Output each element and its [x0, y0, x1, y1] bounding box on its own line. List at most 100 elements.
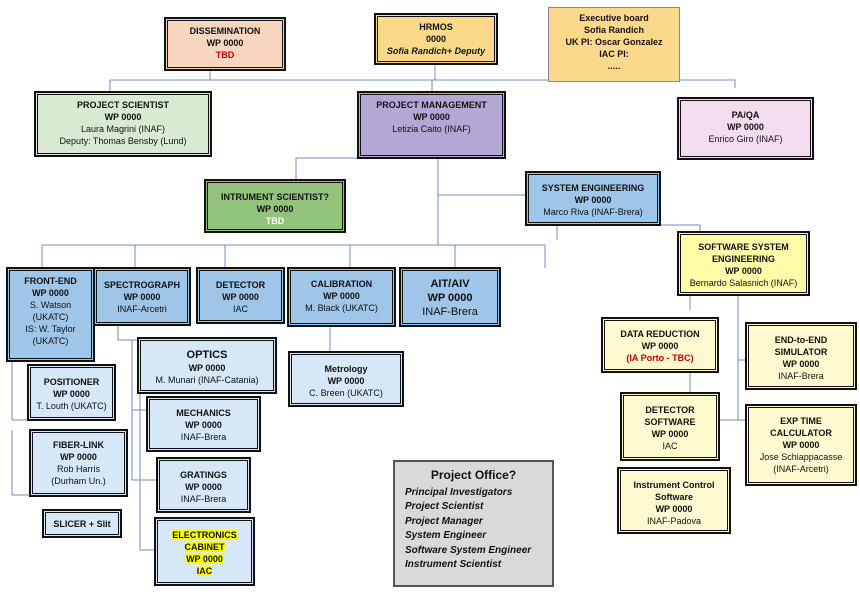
box-wp: WP 0000: [185, 420, 222, 430]
project-office-item: System Engineer: [405, 530, 487, 541]
box-wp: WP 0000: [323, 291, 360, 301]
gratings-box: GRATINGS WP 0000 INAF-Brera: [156, 457, 251, 513]
software-system-engineering-box: SOFTWARE SYSTEM ENGINEERING WP 0000 Bern…: [677, 231, 810, 296]
box-title: DISSEMINATION: [189, 26, 261, 36]
mechanics-box: MECHANICS WP 0000 INAF-Brera: [146, 396, 261, 452]
optics-box: OPTICS WP 0000 M. Munari (INAF-Catania): [137, 337, 277, 394]
box-title: FIBER-LINK: [53, 440, 104, 450]
box-person: T. Louth (UKATC): [36, 401, 107, 411]
project-office-item: Principal Investigators: [405, 486, 513, 498]
front-end-line-3: IS: W. Taylor: [25, 324, 76, 334]
pa-qa-box: PA/QA WP 0000 Enrico Giro (INAF): [677, 97, 814, 160]
executive-board-box: Executive board Sofia Randich UK PI: Osc…: [548, 7, 680, 82]
box-title: AIT/AIV: [430, 278, 470, 290]
box-wp: WP 0000: [60, 452, 97, 462]
positioner-box: POSITIONER WP 0000 T. Louth (UKATC): [27, 364, 116, 421]
front-end-line-4: (UKATC): [32, 336, 69, 346]
box-person: M. Black (UKATC): [305, 303, 378, 313]
box-person: Marco Riva (INAF-Brera): [543, 207, 643, 217]
box-person: TBD: [265, 216, 285, 226]
box-person: (IA Porto - TBC): [626, 353, 694, 363]
box-title: HRMOS: [419, 22, 453, 32]
project-management-box: PROJECT MANAGEMENT WP 0000 Letizia Caito…: [357, 91, 506, 159]
instrument-scientist-box: INTRUMENT SCIENTIST? WP 0000 TBD: [204, 179, 346, 233]
box-title: DETECTOR: [215, 280, 266, 290]
box-wp: WP 0000: [725, 266, 762, 276]
box-wp: WP 0000: [185, 482, 222, 492]
fiber-link-box: FIBER-LINK WP 0000 Rob Harris (Durham Un…: [29, 429, 128, 497]
box-person: INAF-Brera: [422, 306, 478, 318]
box-title-2: Software: [654, 492, 693, 502]
box-person: INAF-Brera: [778, 371, 824, 381]
box-person: INAF-Padova: [646, 516, 702, 526]
box-institution: (INAF-Arcetri): [773, 464, 829, 474]
end-to-end-simulator-box: END-to-END SIMULATOR WP 0000 INAF-Brera: [745, 322, 857, 390]
box-title: PROJECT SCIENTIST: [76, 100, 169, 110]
project-office-heading: Project Office?: [430, 468, 517, 482]
spectrograph-box: SPECTROGRAPH WP 0000 INAF-Arcetri: [93, 267, 191, 326]
box-title: Metrology: [324, 364, 368, 374]
project-office-item: Project Manager: [405, 515, 483, 527]
detector-box: DETECTOR WP 0000 IAC: [196, 267, 285, 324]
box-title: CALIBRATION: [310, 279, 373, 289]
box-title-1: ELECTRONICS: [172, 530, 237, 540]
electronics-cabinet-box: ELECTRONICS CABINET WP 0000 IAC: [154, 517, 255, 586]
box-title: PA/QA: [731, 110, 760, 120]
box-wp: WP 0000: [327, 376, 365, 386]
box-wp: WP 0000: [641, 341, 679, 351]
box-wp: WP 0000: [782, 440, 820, 450]
front-end-box: FRONT-END WP 0000 S. Watson (UKATC) IS: …: [6, 267, 95, 362]
exec-line-3: IAC PI:: [599, 49, 629, 59]
box-person: INAF-Brera: [180, 494, 227, 504]
box-person: Bernardo Salasnich (INAF): [689, 278, 798, 288]
box-title: Executive board: [579, 13, 649, 23]
box-person: Rob Harris: [56, 464, 100, 474]
box-title: SOFTWARE SYSTEM ENGINEERING: [698, 242, 789, 264]
exec-line-4: .....: [607, 61, 621, 71]
system-engineering-box: SYSTEM ENGINEERING WP 0000 Marco Riva (I…: [525, 171, 661, 226]
hrmos-box: HRMOS 0000 Sofia Randich+ Deputy: [374, 13, 498, 65]
box-title-2: SIMULATOR: [774, 347, 828, 357]
box-wp: WP 0000: [413, 112, 450, 122]
data-reduction-box: DATA REDUCTION WP 0000 (IA Porto - TBC): [601, 317, 719, 373]
box-title: MECHANICS: [176, 408, 231, 418]
box-title-2: CALCULATOR: [770, 428, 832, 438]
exp-time-calculator-box: EXP TIME CALCULATOR WP 0000 Jose Schiapp…: [745, 404, 857, 486]
box-wp: WP 0000: [256, 204, 294, 214]
box-person: IAC: [232, 304, 248, 314]
project-scientist-box: PROJECT SCIENTIST WP 0000 Laura Magrini …: [34, 91, 212, 157]
box-person: C. Breen (UKATC): [309, 388, 383, 398]
box-title-1: Instrument Control: [633, 480, 715, 490]
project-office-item: Instrument Scientist: [405, 559, 502, 570]
box-person: TBD: [215, 50, 235, 60]
box-wp: WP 0000: [123, 292, 161, 302]
box-person: M. Munari (INAF-Catania): [155, 375, 259, 385]
instrument-control-software-box: Instrument Control Software WP 0000 INAF…: [617, 467, 731, 534]
box-title: GRATINGS: [180, 470, 227, 480]
project-office-item: Software System Engineer: [405, 544, 532, 556]
box-title-1: END-to-END: [774, 335, 828, 345]
box-wp: WP 0000: [427, 292, 473, 304]
box-title: OPTICS: [186, 349, 228, 361]
box-wp: WP 0000: [186, 554, 223, 564]
box-title-2: SOFTWARE: [644, 417, 696, 427]
box-deputy: Deputy: Thomas Bensby (Lund): [59, 136, 187, 146]
detector-software-box: DETECTOR SOFTWARE WP 0000 IAC: [620, 392, 720, 461]
box-wp: WP 0000: [53, 389, 90, 399]
box-person: Enrico Giro (INAF): [708, 134, 783, 144]
box-wp: WP 0000: [104, 112, 142, 122]
box-title: FRONT-END: [24, 276, 77, 286]
box-title: SLICER + Slit: [53, 519, 111, 529]
box-title-1: DETECTOR: [645, 405, 695, 415]
ait-aiv-box: AIT/AIV WP 0000 INAF-Brera: [399, 267, 501, 327]
box-person: Laura Magrini (INAF): [80, 124, 166, 134]
project-office-item: Project Scientist: [405, 501, 484, 512]
exec-line-2: UK PI: Oscar Gonzalez: [565, 37, 663, 47]
exec-line-1: Sofia Randich: [583, 25, 644, 35]
project-office-box: Project Office? Principal Investigators …: [393, 460, 554, 587]
box-wp: WP 0000: [222, 292, 259, 302]
box-person: INAF-Brera: [180, 432, 227, 442]
box-person: INAF-Arcetri: [117, 304, 167, 314]
box-wp: WP 0000: [206, 38, 244, 48]
box-person: IAC: [662, 441, 678, 451]
